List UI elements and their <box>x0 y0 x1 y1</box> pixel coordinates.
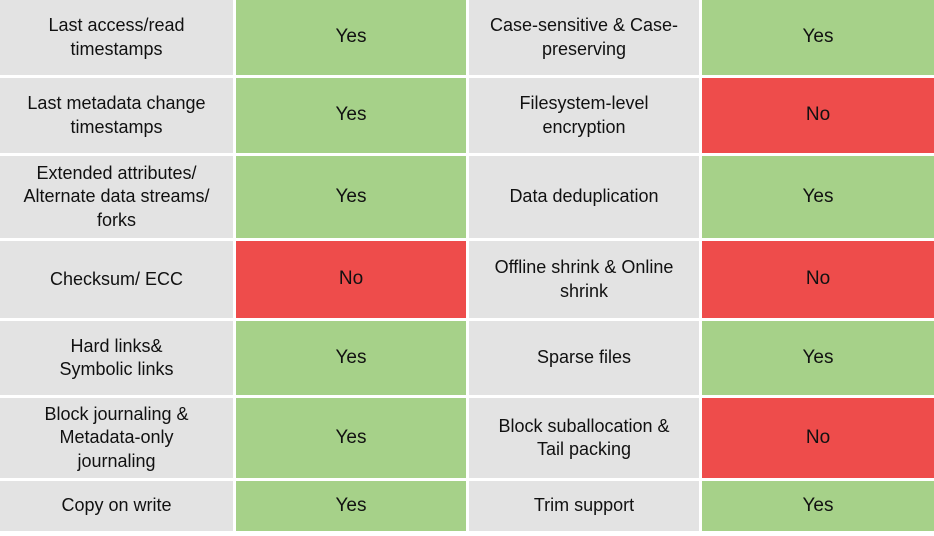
feature-label-filesystem-encryption: Filesystem-level encryption <box>469 78 699 153</box>
feature-label-block-journaling: Block journaling & Metadata-only journal… <box>0 398 233 478</box>
support-value-trim-support: Yes <box>702 481 934 531</box>
support-value-data-deduplication: Yes <box>702 156 934 238</box>
support-value-filesystem-encryption: No <box>702 78 934 153</box>
support-value-last-access-timestamps: Yes <box>236 0 466 75</box>
support-value-checksum-ecc: No <box>236 241 466 318</box>
support-value-case-sensitive: Yes <box>702 0 934 75</box>
support-value-block-journaling: Yes <box>236 398 466 478</box>
feature-label-trim-support: Trim support <box>469 481 699 531</box>
feature-label-extended-attributes: Extended attributes/ Alternate data stre… <box>0 156 233 238</box>
support-value-hard-symbolic-links: Yes <box>236 321 466 395</box>
feature-label-copy-on-write: Copy on write <box>0 481 233 531</box>
support-value-offline-online-shrink: No <box>702 241 934 318</box>
feature-label-data-deduplication: Data deduplication <box>469 156 699 238</box>
support-value-sparse-files: Yes <box>702 321 934 395</box>
support-value-block-suballocation: No <box>702 398 934 478</box>
support-value-copy-on-write: Yes <box>236 481 466 531</box>
feature-label-metadata-change-timestamps: Last metadata change timestamps <box>0 78 233 153</box>
feature-label-block-suballocation: Block suballocation & Tail packing <box>469 398 699 478</box>
feature-label-hard-symbolic-links: Hard links& Symbolic links <box>0 321 233 395</box>
feature-label-case-sensitive: Case-sensitive & Case- preserving <box>469 0 699 75</box>
feature-label-sparse-files: Sparse files <box>469 321 699 395</box>
support-value-extended-attributes: Yes <box>236 156 466 238</box>
support-value-metadata-change-timestamps: Yes <box>236 78 466 153</box>
feature-label-checksum-ecc: Checksum/ ECC <box>0 241 233 318</box>
feature-label-offline-online-shrink: Offline shrink & Online shrink <box>469 241 699 318</box>
feature-label-last-access-timestamps: Last access/read timestamps <box>0 0 233 75</box>
